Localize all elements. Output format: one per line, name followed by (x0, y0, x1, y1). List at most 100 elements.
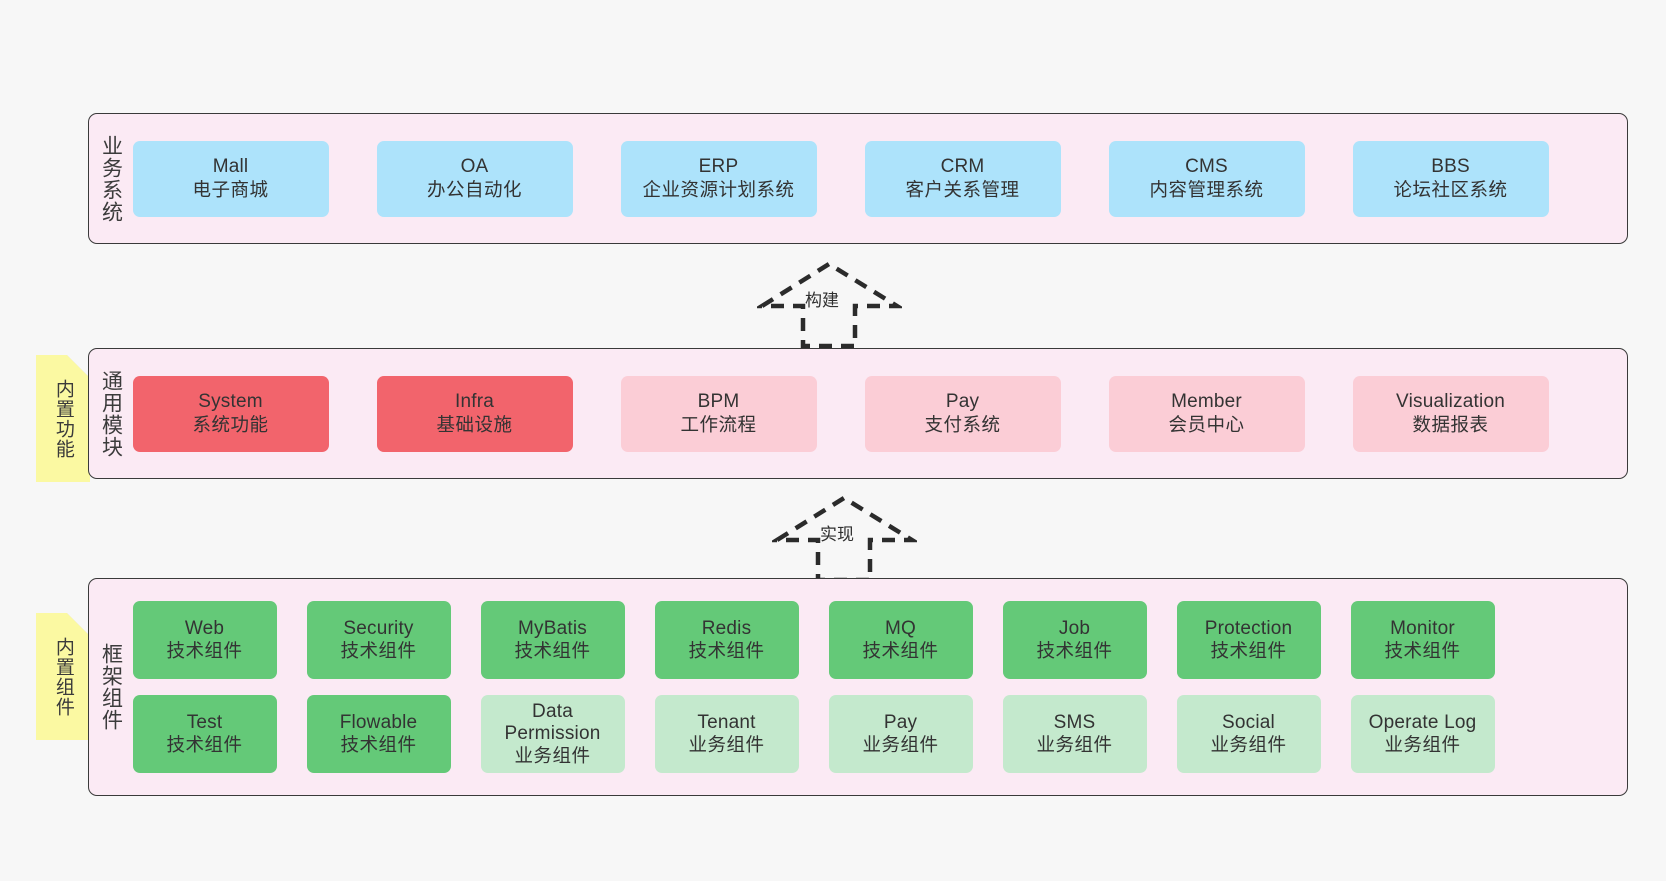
note-fold-mask (67, 613, 90, 636)
card-subtitle: 技术组件 (514, 640, 591, 662)
card-title: Security (343, 617, 414, 639)
card-subtitle: 数据报表 (1412, 413, 1489, 435)
sticky-note-builtin-components: 内置组件 (36, 613, 90, 740)
card-subtitle: 技术组件 (688, 640, 765, 662)
card-subtitle: 业务组件 (1210, 734, 1287, 756)
card-subtitle: 工作流程 (680, 413, 757, 435)
card-subtitle: 业务组件 (688, 734, 765, 756)
card-subtitle: 系统功能 (192, 413, 269, 435)
connector-build-arrow-icon (757, 261, 902, 348)
connector-implement-label: 实现 (820, 525, 854, 544)
card-subtitle: 技术组件 (1210, 640, 1287, 662)
card-title: Monitor (1390, 617, 1455, 639)
card-subtitle: 技术组件 (340, 640, 417, 662)
sticky-note-builtin-components-label: 内置组件 (52, 636, 74, 717)
card-title: Pay (945, 391, 980, 413)
card-title: BPM (697, 391, 740, 413)
card-subtitle: 技术组件 (340, 734, 417, 756)
card-subtitle: 基础设施 (436, 413, 513, 435)
card-title: Test (186, 711, 223, 733)
card-subtitle: 业务组件 (1036, 734, 1113, 756)
card-subtitle: 电子商城 (192, 178, 269, 200)
card-title: OA (460, 156, 489, 178)
card-title: ERP (698, 156, 739, 178)
card-subtitle: 办公自动化 (427, 178, 523, 200)
card-title: CRM (940, 156, 985, 178)
card-title: Redis (701, 617, 752, 639)
card-title: Flowable (339, 711, 418, 733)
card-title: Pay (883, 711, 918, 733)
card-title: CMS (1185, 156, 1228, 178)
sticky-note-builtin-features-label: 内置功能 (52, 378, 74, 459)
card-title: Protection (1204, 617, 1293, 639)
connector-build-label: 构建 (805, 291, 839, 310)
card-subtitle: 论坛社区系统 (1393, 178, 1508, 200)
card-subtitle: 技术组件 (1036, 640, 1113, 662)
connector-build: 构建 (757, 258, 902, 348)
card-title: Member (1171, 391, 1242, 413)
card-subtitle: 业务组件 (1384, 734, 1461, 756)
card-title: Operate Log (1368, 711, 1477, 733)
card-title: Job (1058, 617, 1091, 639)
card-title: Tenant (697, 711, 756, 733)
card-subtitle: 支付系统 (924, 413, 1001, 435)
card-subtitle: 技术组件 (862, 640, 939, 662)
card-subtitle: 技术组件 (166, 734, 243, 756)
card-title: BBS (1431, 156, 1470, 178)
note-fold-mask (67, 355, 90, 378)
card-title: Infra (455, 391, 495, 413)
card-subtitle: 会员中心 (1168, 413, 1245, 435)
card-title: Web (184, 617, 225, 639)
connector-implement-arrow-icon (772, 495, 917, 582)
card-subtitle: 内容管理系统 (1149, 178, 1264, 200)
connector-implement: 实现 (772, 492, 917, 582)
layer-common-title: 通用模块 (99, 369, 123, 458)
card-title: MQ (885, 617, 917, 639)
card-title: Visualization (1396, 391, 1505, 413)
card-title: SMS (1053, 711, 1096, 733)
sticky-note-builtin-features: 内置功能 (36, 355, 90, 482)
card-subtitle: 业务组件 (862, 734, 939, 756)
card-title: Mall (212, 156, 249, 178)
card-title: Social (1222, 711, 1275, 733)
layer-framework-title: 框架组件 (99, 643, 123, 731)
